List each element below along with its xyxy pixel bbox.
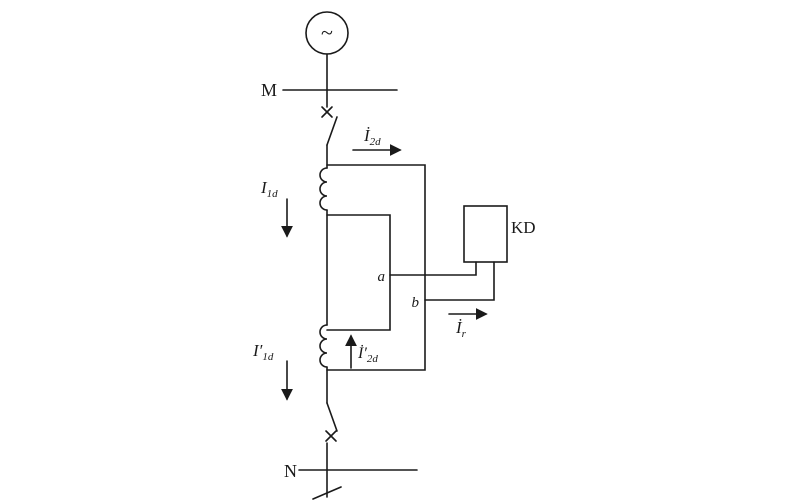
current-i1d-prime-label: I′1d	[252, 341, 274, 363]
bottom-breaker-partial-icon	[312, 486, 342, 500]
current-i2d-prime-symbol: İ′	[357, 344, 367, 362]
current-i2d-label: İ2d	[363, 126, 381, 148]
current-i2d-subscript: 2d	[370, 136, 382, 148]
ct-top-icon	[319, 167, 328, 211]
current-i1d-prime-subscript: 1d	[262, 351, 274, 363]
current-i2d-prime-subscript: 2d	[367, 353, 379, 365]
ct-secondary-inner-wire	[326, 214, 391, 331]
ct-bottom-icon	[319, 324, 328, 368]
current-ir-subscript: r	[462, 328, 467, 340]
relay-kd-label: KD	[511, 218, 536, 237]
relay-kd-box	[463, 205, 508, 263]
ac-source-symbol: ~	[321, 20, 333, 45]
current-i1d-subscript: 1d	[267, 188, 279, 200]
relay-lead-b-wire	[424, 261, 495, 301]
current-i2d-prime-label: İ′2d	[357, 344, 378, 365]
current-ir-label: İr	[455, 318, 467, 340]
breaker-top-icon	[321, 106, 338, 146]
current-i2d-symbol: İ	[363, 126, 371, 145]
bus-n-label: N	[284, 461, 297, 481]
node-b-label: b	[412, 295, 420, 311]
breaker-bottom-icon	[325, 402, 338, 442]
node-a-label: a	[378, 269, 386, 285]
current-ir-symbol: İ	[455, 318, 463, 337]
relay-lead-a-wire	[389, 261, 477, 276]
current-i1d-symbol: I	[260, 178, 268, 197]
bus-m-label: M	[261, 80, 277, 100]
ct-secondary-outer-wire	[326, 164, 426, 371]
current-i1d-label: I1d	[260, 178, 278, 200]
current-i1d-prime-symbol: I′	[252, 341, 263, 360]
